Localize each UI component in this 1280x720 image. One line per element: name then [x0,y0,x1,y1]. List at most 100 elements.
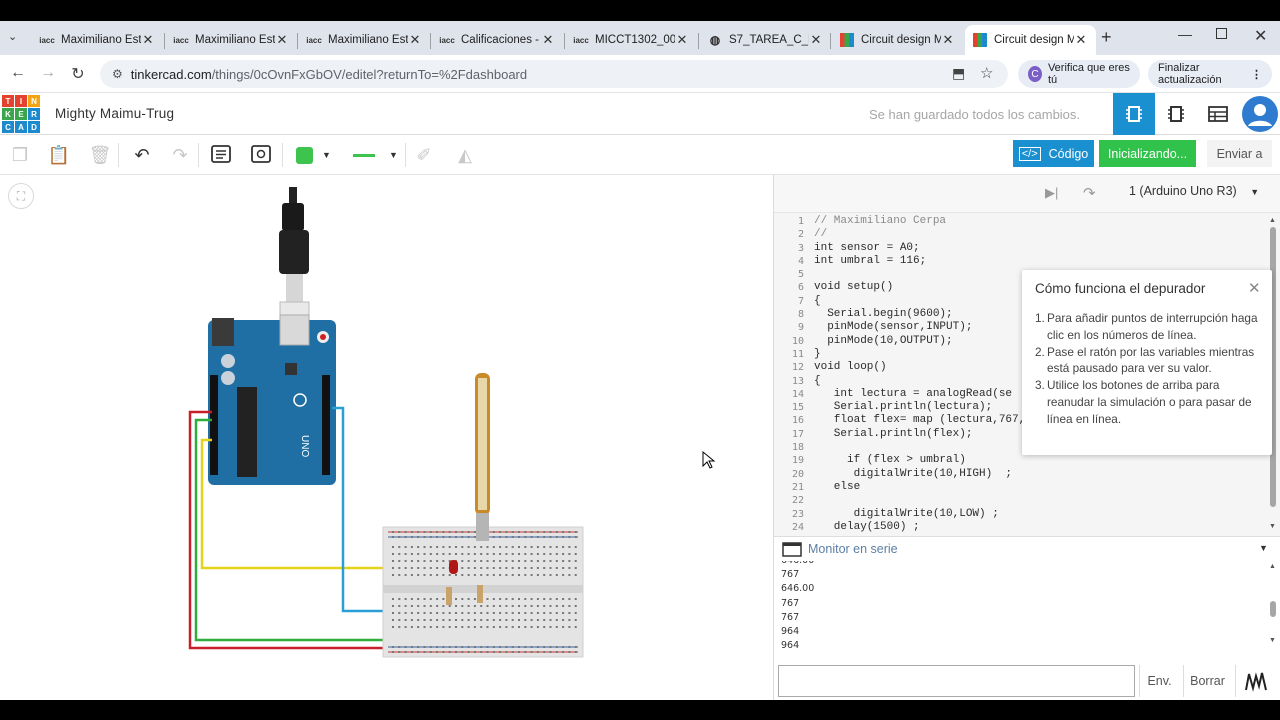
circuit-view-button[interactable] [1113,93,1155,135]
wire-type-picker[interactable]: ▼ [345,140,401,170]
line-number[interactable]: 14 [791,388,804,400]
schematic-view-button[interactable] [1155,93,1197,135]
close-tab-icon[interactable]: ✕ [409,32,421,47]
line-number[interactable]: 5 [797,269,804,281]
line-number[interactable]: 22 [791,495,804,507]
reload-icon[interactable]: ↻ [71,66,85,83]
rotate-icon[interactable]: ✐ [416,144,432,165]
paste-icon[interactable]: 📋 [47,144,71,165]
update-button[interactable]: Finalizar actualización ⋮ [1148,60,1272,88]
circuit-canvas[interactable]: ⛶ UNO [0,175,773,700]
serial-send-button[interactable]: Env. [1139,665,1179,697]
code-line: } [814,347,821,360]
delete-icon[interactable]: 🗑 [88,144,112,165]
graph-toggle-button[interactable] [1235,665,1275,697]
back-icon[interactable]: ← [10,64,26,81]
browser-tab[interactable]: ◍S7_TAREA_C_MI✕ [700,25,831,55]
install-app-icon[interactable]: ⬒ [952,65,966,81]
line-number[interactable]: 16 [791,415,804,427]
resume-icon[interactable]: ▶| [1045,185,1059,200]
line-number[interactable]: 21 [791,481,804,493]
bookmark-star-icon[interactable]: ☆ [980,65,994,82]
line-number[interactable]: 8 [797,309,804,321]
project-name[interactable]: Mighty Maimu-Trug [55,106,175,121]
arduino-uno-board[interactable]: UNO [208,314,336,485]
start-simulation-button[interactable]: Inicializando... [1099,140,1196,167]
code-button[interactable]: </> Código [1013,140,1094,167]
close-tab-icon[interactable]: ✕ [542,32,554,47]
minimize-icon[interactable]: — [1178,26,1192,42]
close-window-icon[interactable]: ✕ [1254,28,1268,45]
verify-profile-button[interactable]: C Verifica que eres tú [1018,60,1140,88]
more-menu-icon[interactable]: ⋮ [1251,68,1262,81]
url-field[interactable]: ⚙ tinkercad.com/things/0cOvnFxGbOV/edite… [100,60,1008,88]
serial-monitor-header[interactable]: Monitor en serie ▼ [774,536,1280,561]
flex-sensor[interactable] [475,373,490,541]
editor-scrollbar[interactable]: ▲ ▼ [1269,217,1276,530]
line-number[interactable]: 3 [797,242,804,254]
close-tab-icon[interactable]: ✕ [1075,32,1087,47]
monitor-scrollbar[interactable]: ▲ ▼ [1269,563,1276,644]
line-number[interactable]: 24 [791,521,804,533]
line-number[interactable]: 15 [791,402,804,414]
browser-tab[interactable]: Circuit design M✕ [832,25,963,55]
close-icon[interactable]: ✕ [1248,280,1261,297]
line-number[interactable]: 23 [791,508,804,520]
code-lines[interactable]: // Maximiliano Cerpa//int sensor = A0;in… [814,215,1098,534]
color-picker[interactable]: ▼ [292,140,338,170]
line-number[interactable]: 13 [791,375,804,387]
site-info-icon[interactable]: ⚙ [112,67,123,81]
line-number[interactable]: 19 [791,455,804,467]
close-tab-icon[interactable]: ✕ [142,32,154,47]
line-number[interactable]: 4 [797,255,804,267]
line-number[interactable]: 12 [791,362,804,374]
serial-clear-button[interactable]: Borrar [1183,665,1231,697]
close-tab-icon[interactable]: ✕ [942,32,954,47]
new-tab-button[interactable]: + [1101,27,1112,47]
redo-icon[interactable]: ↷ [172,144,188,165]
step-over-icon[interactable]: ↷ [1083,185,1096,202]
component-list-button[interactable] [1197,93,1239,135]
notes-visibility-icon[interactable] [249,143,273,167]
tab-search-icon[interactable]: ⌄ [8,31,18,43]
close-tab-icon[interactable]: ✕ [810,32,822,47]
undo-icon[interactable]: ↶ [134,144,150,165]
device-select[interactable]: 1 (Arduino Uno R3) ▼ [1129,184,1259,198]
line-number[interactable]: 17 [791,428,804,440]
user-avatar[interactable] [1239,93,1280,135]
line-number[interactable]: 11 [791,348,804,360]
serial-input[interactable] [778,665,1135,697]
notes-icon[interactable] [209,143,233,167]
line-number[interactable]: 6 [797,282,804,294]
chevron-down-icon[interactable]: ▼ [1259,543,1268,553]
close-tab-icon[interactable]: ✕ [676,32,688,47]
line-number[interactable]: 10 [791,335,804,347]
code-line: { [814,294,821,307]
red-led[interactable] [449,560,458,574]
close-tab-icon[interactable]: ✕ [276,32,288,47]
forward-icon[interactable]: → [40,64,56,81]
flip-icon[interactable]: ◭ [458,144,472,165]
restore-icon[interactable] [1216,28,1227,39]
copy-icon[interactable]: ❐ [11,144,29,165]
line-number[interactable]: 18 [791,442,804,454]
send-to-button[interactable]: Enviar a [1207,140,1272,167]
fit-view-icon[interactable]: ⛶ [8,183,34,209]
browser-tab[interactable]: Circuit design M✕ [965,25,1096,55]
line-number[interactable]: 7 [797,295,804,307]
line-number[interactable]: 20 [791,468,804,480]
resistor[interactable] [446,585,483,605]
line-number[interactable]: 1 [797,216,804,227]
line-number[interactable]: 9 [797,322,804,334]
line-number[interactable]: 2 [797,229,804,241]
